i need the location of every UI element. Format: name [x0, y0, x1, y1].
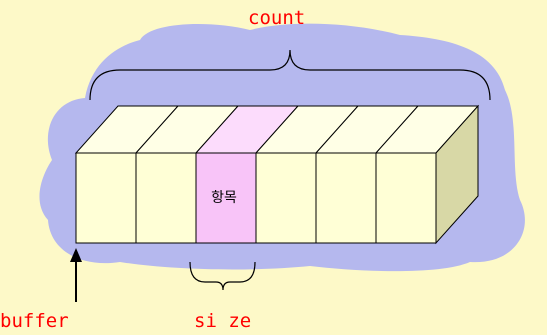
- cell-front: [75, 152, 137, 244]
- count-brace: [89, 49, 491, 101]
- cell-front: [375, 152, 437, 244]
- count-label: count: [248, 7, 306, 29]
- cell-front: [135, 152, 197, 244]
- buffer-label: buffer: [0, 310, 69, 332]
- item-label: 항목: [211, 190, 237, 206]
- size-brace: [189, 261, 256, 291]
- cell-group: [74, 104, 480, 245]
- cell-front: [315, 152, 377, 244]
- size-label: si ze: [194, 310, 252, 332]
- buffer-arrowhead: [70, 248, 82, 262]
- cell-front: [255, 152, 317, 244]
